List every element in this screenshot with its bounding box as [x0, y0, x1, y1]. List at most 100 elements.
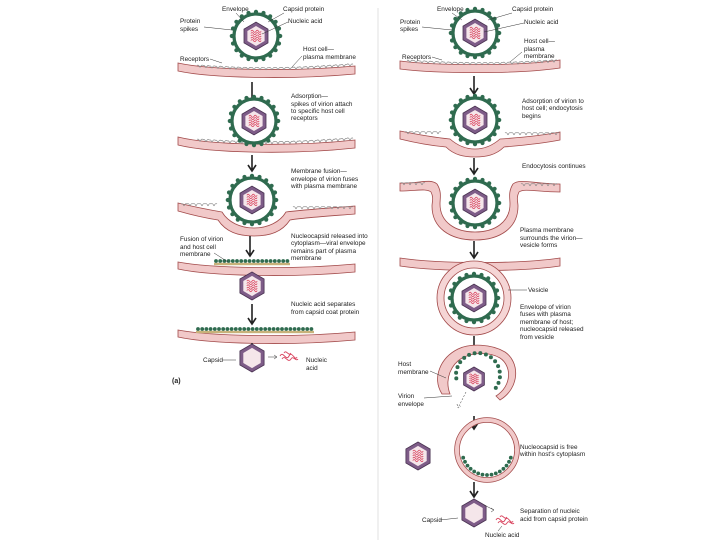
- protein-spike: [492, 103, 497, 108]
- protein-spike: [249, 222, 255, 227]
- receptor: [346, 206, 354, 210]
- protein-spike: [257, 174, 262, 180]
- protein-spike: [253, 58, 259, 63]
- protein-spike: [458, 220, 463, 225]
- receptor: [460, 62, 468, 65]
- protein-spike: [277, 259, 281, 263]
- protein-spike: [488, 355, 493, 360]
- receptor: [268, 67, 276, 71]
- receptor: [418, 60, 426, 64]
- label-host-cell: plasma: [524, 46, 545, 53]
- receptor: [286, 140, 294, 144]
- virion: [447, 271, 501, 325]
- label-adsorption: host cell; endocytosis: [522, 105, 583, 112]
- receptor: [210, 203, 218, 207]
- protein-spike: [495, 23, 501, 28]
- label-host-membrane: membrane: [398, 369, 429, 376]
- label-nucleocapsid-released: Nucleocapsid released into: [291, 233, 368, 240]
- receptor: [478, 62, 486, 66]
- protein-spike: [276, 26, 282, 31]
- nucleic-acid-strand: [279, 351, 299, 361]
- receptors: [406, 59, 558, 66]
- protein-spike: [507, 459, 511, 464]
- release-arrow: [268, 354, 278, 360]
- protein-spike: [497, 375, 502, 380]
- protein-spike: [493, 471, 498, 476]
- receptor: [340, 63, 348, 67]
- protein-spike: [226, 190, 232, 195]
- protein-spike: [230, 259, 235, 263]
- protein-spike: [483, 352, 488, 357]
- capsid-interior: [465, 502, 483, 524]
- receptor: [538, 60, 546, 64]
- protein-spike: [292, 327, 297, 331]
- nucleic-acid-strand: [495, 515, 515, 525]
- label-fusion-virion: Fusion of virion: [180, 236, 224, 243]
- protein-spike: [472, 176, 478, 181]
- label-adsorption: receptors: [291, 115, 318, 122]
- protein-spike: [276, 41, 282, 46]
- protein-spike: [497, 30, 502, 36]
- receptor: [220, 66, 228, 70]
- label-nucleic-acid-bottom: Nucleic acid: [485, 532, 520, 539]
- receptor: [286, 66, 294, 70]
- receptor: [192, 203, 200, 207]
- protein-spike: [261, 56, 266, 62]
- receptor: [220, 140, 228, 144]
- label-spikes: spikes: [400, 26, 418, 33]
- vesicle-remnant: [454, 417, 520, 483]
- label-capsid-protein: Capsid protein: [512, 6, 554, 13]
- protein-spike: [449, 193, 455, 198]
- receptor: [304, 206, 312, 210]
- protein-spike: [269, 212, 274, 217]
- label-plasma-membrane: surrounds the virion—: [520, 235, 583, 242]
- receptor: [526, 183, 534, 187]
- label-nucleocapsid-released: cytoplasm—viral envelope: [291, 240, 366, 247]
- label-nucleic: Nucleic: [306, 357, 328, 364]
- receptor: [532, 60, 540, 64]
- membrane: [399, 59, 561, 74]
- protein-spike: [461, 455, 466, 460]
- label-host-cell: Host cell—: [524, 38, 556, 45]
- protein-spike: [229, 327, 234, 331]
- receptor: [416, 131, 424, 135]
- protein-spike: [268, 53, 273, 58]
- receptor: [436, 61, 444, 65]
- protein-spike: [247, 259, 252, 263]
- receptor: [310, 65, 318, 69]
- receptor: [250, 67, 258, 71]
- protein-spike: [281, 259, 286, 263]
- nucleic-acid: [469, 113, 481, 127]
- receptor: [202, 65, 210, 69]
- protein-spike: [486, 315, 491, 320]
- protein-spike: [492, 45, 497, 50]
- protein-spike: [491, 281, 496, 286]
- receptor: [238, 66, 246, 70]
- protein-spike: [239, 259, 244, 263]
- protein-spike: [452, 281, 457, 286]
- protein-spike: [269, 183, 274, 188]
- protein-spike: [449, 38, 455, 43]
- capsid-interior: [243, 347, 261, 369]
- label-membrane-fusion: Membrane fusion—: [291, 168, 347, 175]
- receptor: [256, 67, 264, 71]
- protein-spike: [449, 23, 455, 28]
- receptor: [516, 132, 524, 136]
- receptor: [434, 131, 442, 135]
- receptor: [280, 141, 288, 144]
- receptor: [316, 206, 324, 210]
- protein-spike: [227, 118, 232, 124]
- nucleic-acid: [250, 29, 262, 43]
- protein-spike: [233, 327, 238, 331]
- receptor: [316, 139, 324, 143]
- panel-tag: (a): [172, 378, 181, 385]
- nucleic-acid: [495, 515, 515, 525]
- label-nucleic: acid: [306, 365, 318, 372]
- protein-spike: [261, 10, 266, 16]
- protein-spike: [457, 276, 462, 281]
- nucleic-acid: [246, 279, 258, 293]
- protein-spike: [273, 48, 278, 53]
- receptor: [454, 61, 462, 65]
- label-host-cell: Host cell—: [303, 46, 335, 53]
- protein-spike: [452, 310, 457, 315]
